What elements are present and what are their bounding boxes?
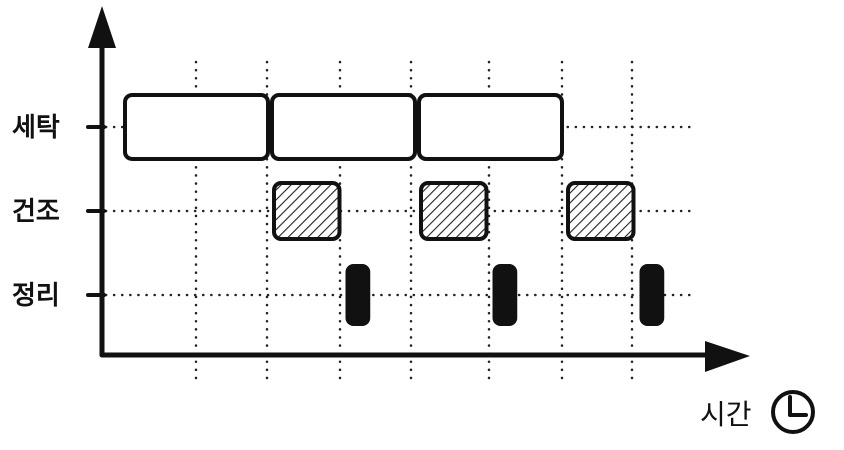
row-label-fold: 정리 [12, 281, 60, 311]
row-label-wash: 세탁 [12, 113, 60, 143]
task-bar-dry [272, 181, 342, 241]
x-axis-label: 시간 [700, 398, 752, 431]
task-bar-fold [345, 264, 371, 326]
row-label-dry: 건조 [12, 197, 60, 227]
task-bar-fold [492, 264, 518, 326]
x-axis-arrowhead [705, 341, 750, 372]
task-bars [123, 93, 665, 326]
task-bar-dry [566, 181, 636, 241]
task-bar-wash [270, 93, 417, 161]
task-bar-dry [419, 181, 489, 241]
clock-icon [771, 390, 815, 434]
task-bar-wash [123, 93, 270, 161]
task-bar-fold [639, 264, 665, 326]
y-axis-arrowhead [88, 6, 116, 48]
y-axis [88, 6, 116, 358]
task-bar-wash [417, 93, 564, 161]
x-axis [99, 341, 750, 372]
